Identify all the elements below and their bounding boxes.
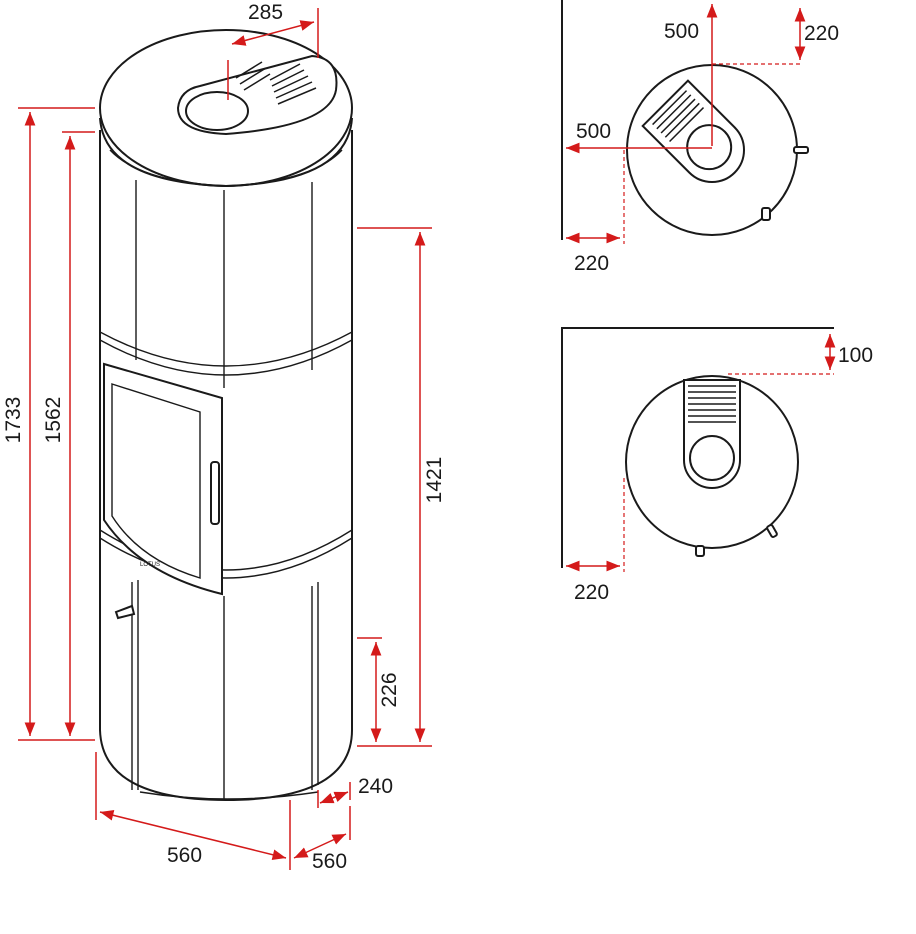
total-height-label: 1733 bbox=[2, 397, 25, 444]
air-control-lever bbox=[114, 604, 136, 620]
wall-foot bbox=[695, 545, 705, 557]
air-inlet-height-label: 226 bbox=[378, 672, 401, 707]
corner-installation-plan: 500 220 500 220 bbox=[561, 0, 839, 275]
body-height-label: 1562 bbox=[42, 397, 65, 444]
depth-label: 560 bbox=[312, 850, 347, 873]
corner-knob bbox=[793, 146, 809, 154]
brand-mark: LOTUS bbox=[140, 562, 160, 568]
corner-front-radius-side-label: 500 bbox=[576, 120, 611, 143]
corner-front-radius-back-label: 500 bbox=[664, 20, 699, 43]
wall-installation-plan: 100 220 bbox=[561, 327, 873, 604]
width-label: 560 bbox=[167, 844, 202, 867]
wall-grill bbox=[688, 385, 736, 423]
top-outlet-offset-label: 285 bbox=[248, 1, 283, 24]
stove-front-view: LOTUS bbox=[99, 29, 353, 802]
connection-height-label: 1421 bbox=[423, 457, 446, 504]
flue-outlet bbox=[185, 91, 249, 131]
corner-foot bbox=[761, 207, 771, 221]
wall-rear-wall-label: 100 bbox=[838, 344, 873, 367]
wall-side-wall-label: 220 bbox=[574, 581, 609, 604]
corner-rear-wall-label: 220 bbox=[804, 22, 839, 45]
front-dimensions: 285 1733 1562 1421 226 240 560 560 bbox=[2, 1, 446, 873]
top-grill bbox=[235, 61, 317, 105]
door-glass bbox=[111, 383, 201, 579]
wall-knob bbox=[766, 524, 778, 538]
stove-door bbox=[103, 362, 223, 596]
air-inlet-offset-label: 240 bbox=[358, 775, 393, 798]
door-handle bbox=[210, 461, 220, 525]
corner-side-wall-label: 220 bbox=[574, 252, 609, 275]
